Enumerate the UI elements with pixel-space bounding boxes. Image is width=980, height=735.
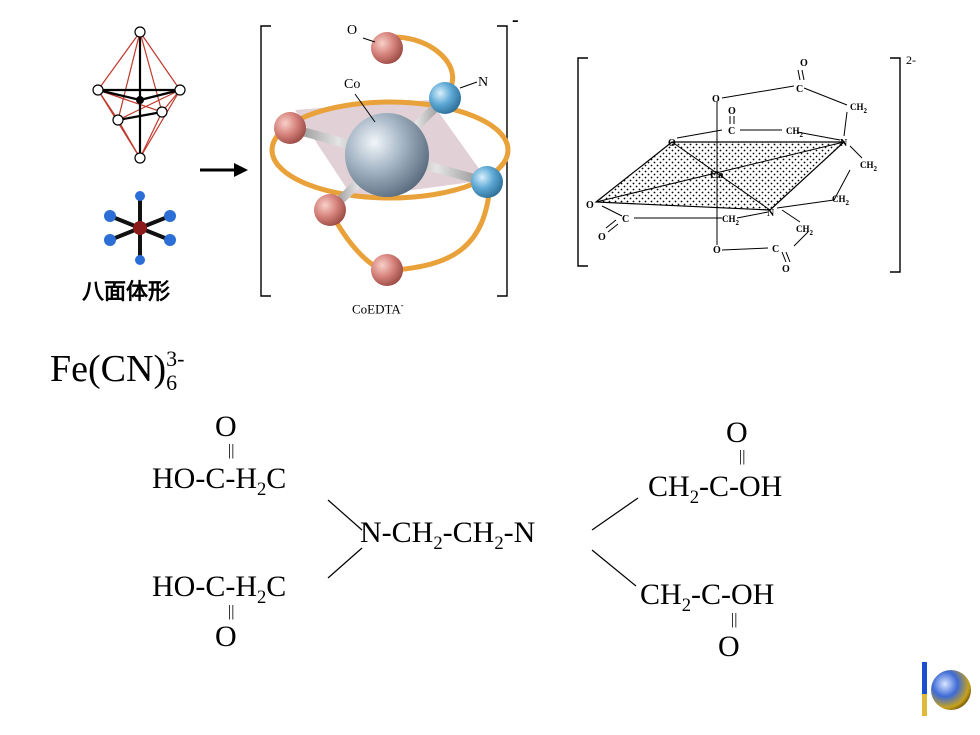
edta-double-bond: || xyxy=(739,448,746,465)
ca-atom-o: O xyxy=(713,245,721,256)
ca-atom-c: C xyxy=(728,126,735,137)
edta-double-bond: || xyxy=(228,442,235,459)
ca-edta-structure: O C O O C O N N O O C O C O Ca CH2 CH2 C… xyxy=(577,53,916,275)
edta-double-bond: || xyxy=(228,603,235,620)
ca-atom-o: O xyxy=(586,200,594,211)
ca-atom-c: C xyxy=(796,84,803,95)
ca-ch2: CH2 xyxy=(850,102,868,115)
ca-atom-c: C xyxy=(772,244,779,255)
coedta-model xyxy=(260,25,511,297)
coedta-o-label: O xyxy=(347,23,358,38)
ca-ch2: CH2 xyxy=(786,126,804,139)
ca-atom-o: O xyxy=(800,58,808,69)
ca-atom-o: O xyxy=(782,264,790,275)
octahedron-wireframe xyxy=(92,26,186,164)
octahedron-label: 八面体形 xyxy=(82,280,171,305)
edta-group-top-right: CH2-C-OH xyxy=(648,470,783,508)
edta-group-bottom-right: CH2-C-OH xyxy=(640,578,775,616)
ca-ch2: CH2 xyxy=(796,224,814,237)
ferricyanide-formula: Fe(CN) 3- 6 xyxy=(50,346,185,395)
coedta-n-label: N xyxy=(478,75,489,90)
edta-group-bottom-left: HO-C-H2C xyxy=(152,570,287,608)
edta-group-top-left: HO-C-H2C xyxy=(152,462,287,500)
ca-atom-o: O xyxy=(668,138,676,149)
edta-o-top-left: O xyxy=(215,410,237,443)
ca-ch2: CH2 xyxy=(832,194,850,207)
ca-ch2: CH2 xyxy=(860,160,878,173)
right-arrow-icon xyxy=(200,163,248,177)
ca-center: Ca xyxy=(710,169,724,181)
coedta-charge: - xyxy=(512,9,519,31)
ca-ch2: CH2 xyxy=(722,214,740,227)
ca-atom-c: C xyxy=(622,214,629,225)
ca-charge: 2- xyxy=(906,53,916,67)
ca-atom-o: O xyxy=(728,106,736,117)
coedta-caption: CoEDTA- xyxy=(352,301,404,317)
decorative-logo xyxy=(922,662,971,716)
ca-atom-o: O xyxy=(598,232,606,243)
ca-atom-n: N xyxy=(767,208,775,219)
edta-double-bond: || xyxy=(731,611,738,628)
ca-atom-o: O xyxy=(712,94,720,105)
edta-backbone: N-CH2-CH2-N xyxy=(360,516,536,554)
coedta-co-label: Co xyxy=(344,77,361,92)
edta-o-top-right: O xyxy=(726,416,748,449)
ca-atom-n: N xyxy=(840,138,848,149)
octahedron-ball-stick xyxy=(104,191,176,265)
edta-o-bottom-left: O xyxy=(215,620,237,653)
edta-o-bottom-right: O xyxy=(718,630,740,663)
